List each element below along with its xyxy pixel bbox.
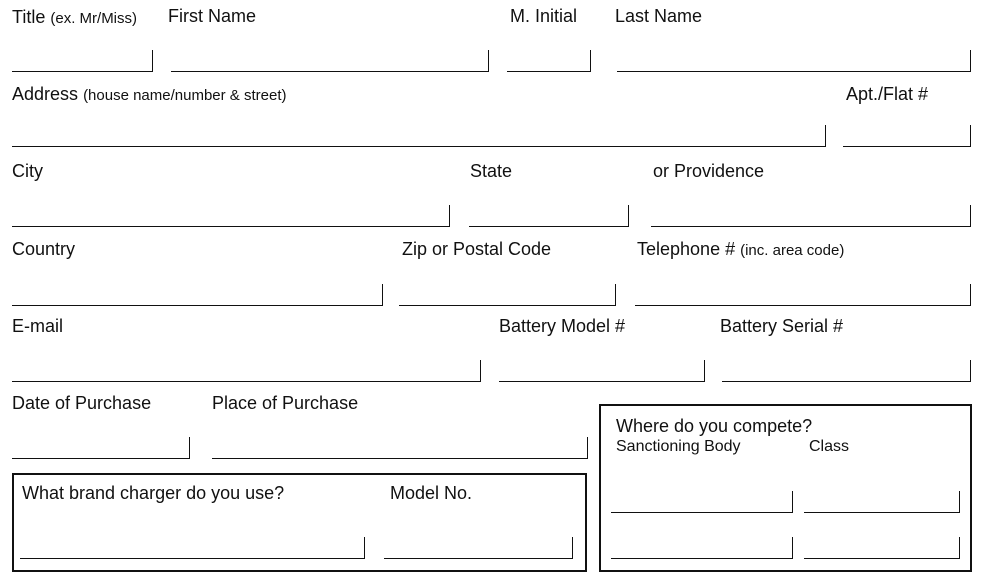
zip-field[interactable] [399, 284, 616, 306]
middle-initial-field[interactable] [507, 50, 591, 72]
city-field[interactable] [12, 205, 450, 227]
compete-box [599, 404, 972, 572]
address-hint: (house name/number & street) [83, 87, 287, 104]
apt-label: Apt./Flat # [846, 84, 929, 104]
middle-initial-label: M. Initial [510, 6, 578, 26]
title-label-text: Title [12, 7, 46, 27]
charger-brand-field[interactable] [20, 537, 365, 559]
province-label: or Providence [653, 161, 765, 181]
charger-model-label: Model No. [390, 483, 473, 503]
apt-field[interactable] [843, 125, 971, 147]
country-field[interactable] [12, 284, 383, 306]
title-hint: (ex. Mr/Miss) [50, 10, 138, 27]
first-name-field[interactable] [171, 50, 489, 72]
battery-model-label: Battery Model # [499, 316, 626, 336]
class-field-1[interactable] [804, 491, 960, 513]
last-name-field[interactable] [617, 50, 971, 72]
telephone-label: Telephone # (inc. area code) [637, 239, 844, 261]
place-purchase-field[interactable] [212, 437, 588, 459]
city-label: City [12, 161, 43, 181]
class-label: Class [809, 438, 850, 455]
charger-box [12, 473, 587, 572]
battery-model-field[interactable] [499, 360, 705, 382]
email-field[interactable] [12, 360, 481, 382]
telephone-label-text: Telephone # [637, 239, 736, 259]
province-field[interactable] [651, 205, 971, 227]
telephone-hint: (inc. area code) [740, 242, 845, 259]
compete-question: Where do you compete? [616, 416, 813, 436]
state-field[interactable] [469, 205, 629, 227]
charger-question: What brand charger do you use? [22, 483, 285, 503]
email-label: E-mail [12, 316, 64, 336]
telephone-field[interactable] [635, 284, 971, 306]
title-field[interactable] [12, 50, 153, 72]
zip-label: Zip or Postal Code [402, 239, 552, 259]
place-purchase-label: Place of Purchase [212, 393, 359, 413]
date-purchase-label: Date of Purchase [12, 393, 152, 413]
first-name-label: First Name [168, 6, 257, 26]
sanctioning-body-field-1[interactable] [611, 491, 793, 513]
sanctioning-body-field-2[interactable] [611, 537, 793, 559]
state-label: State [470, 161, 513, 181]
address-label-text: Address [12, 84, 79, 104]
charger-model-field[interactable] [384, 537, 573, 559]
title-label: Title (ex. Mr/Miss) [12, 7, 137, 29]
sanctioning-body-label: Sanctioning Body [616, 438, 741, 455]
date-purchase-field[interactable] [12, 437, 190, 459]
address-field[interactable] [12, 125, 826, 147]
country-label: Country [12, 239, 76, 259]
battery-serial-label: Battery Serial # [720, 316, 844, 336]
address-label: Address (house name/number & street) [12, 84, 287, 106]
last-name-label: Last Name [615, 6, 703, 26]
class-field-2[interactable] [804, 537, 960, 559]
battery-serial-field[interactable] [722, 360, 971, 382]
